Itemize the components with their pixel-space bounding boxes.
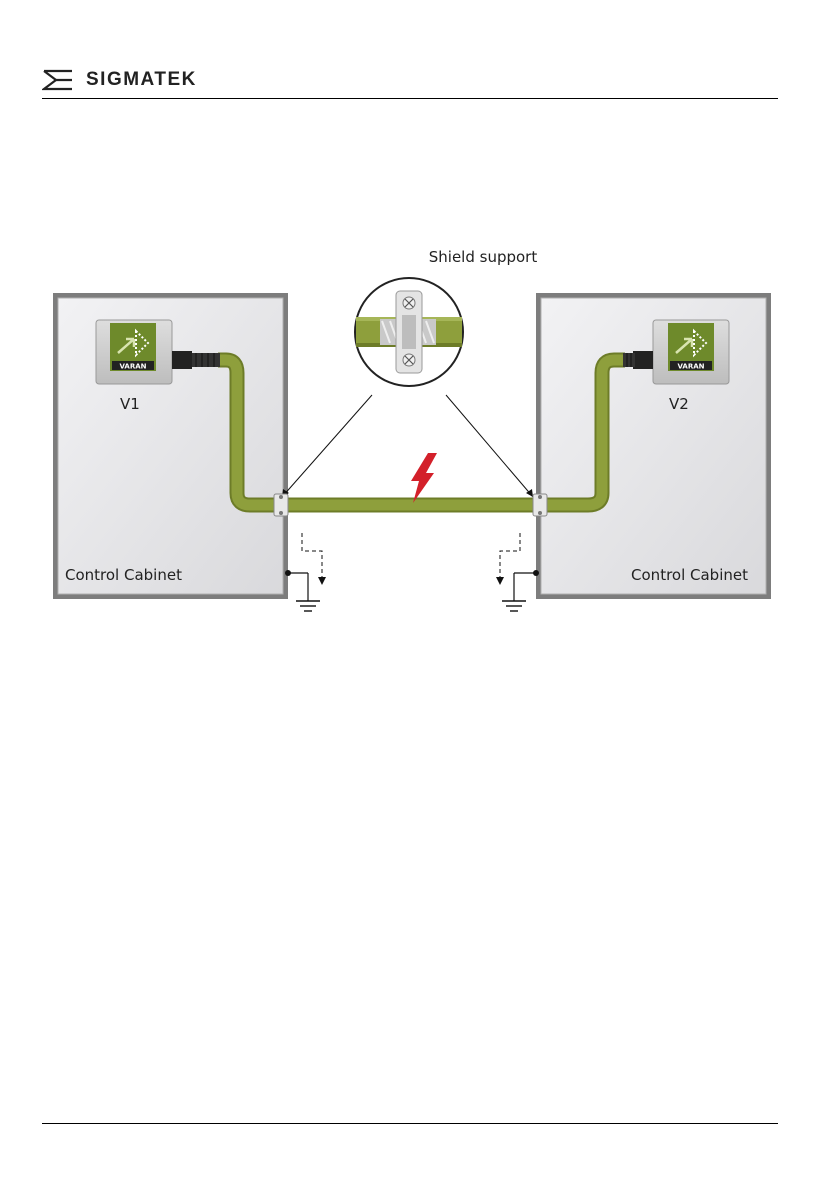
shield-clamp-right <box>533 494 547 516</box>
cabinet-label-right: Control Cabinet <box>631 566 748 584</box>
sigmatek-logo-icon <box>42 68 76 92</box>
cabinet-label-left: Control Cabinet <box>65 566 182 584</box>
device-label-v2: V2 <box>669 395 689 413</box>
brand-name: SIGMATEK <box>86 69 197 91</box>
shield-support-label: Shield support <box>429 248 538 266</box>
ground-symbol-icon <box>285 533 326 611</box>
page-header: SIGMATEK <box>42 64 778 99</box>
module-badge-label: VARAN <box>677 363 704 371</box>
shield-grounding-diagram: VARAN VARAN V1 V2 Control Cabinet Contro… <box>40 235 785 625</box>
footer-rule <box>42 1123 778 1124</box>
cable-gland-icon <box>623 351 653 369</box>
cable-gland-icon <box>172 351 220 369</box>
shield-support-detail <box>282 278 533 497</box>
ground-symbol-icon <box>496 533 539 611</box>
shield-clamp-left <box>274 494 288 516</box>
device-label-v1: V1 <box>120 395 140 413</box>
shield-clamp-icon <box>396 291 422 373</box>
lightning-bolt-icon <box>411 453 437 503</box>
module-badge-label: VARAN <box>119 363 146 371</box>
